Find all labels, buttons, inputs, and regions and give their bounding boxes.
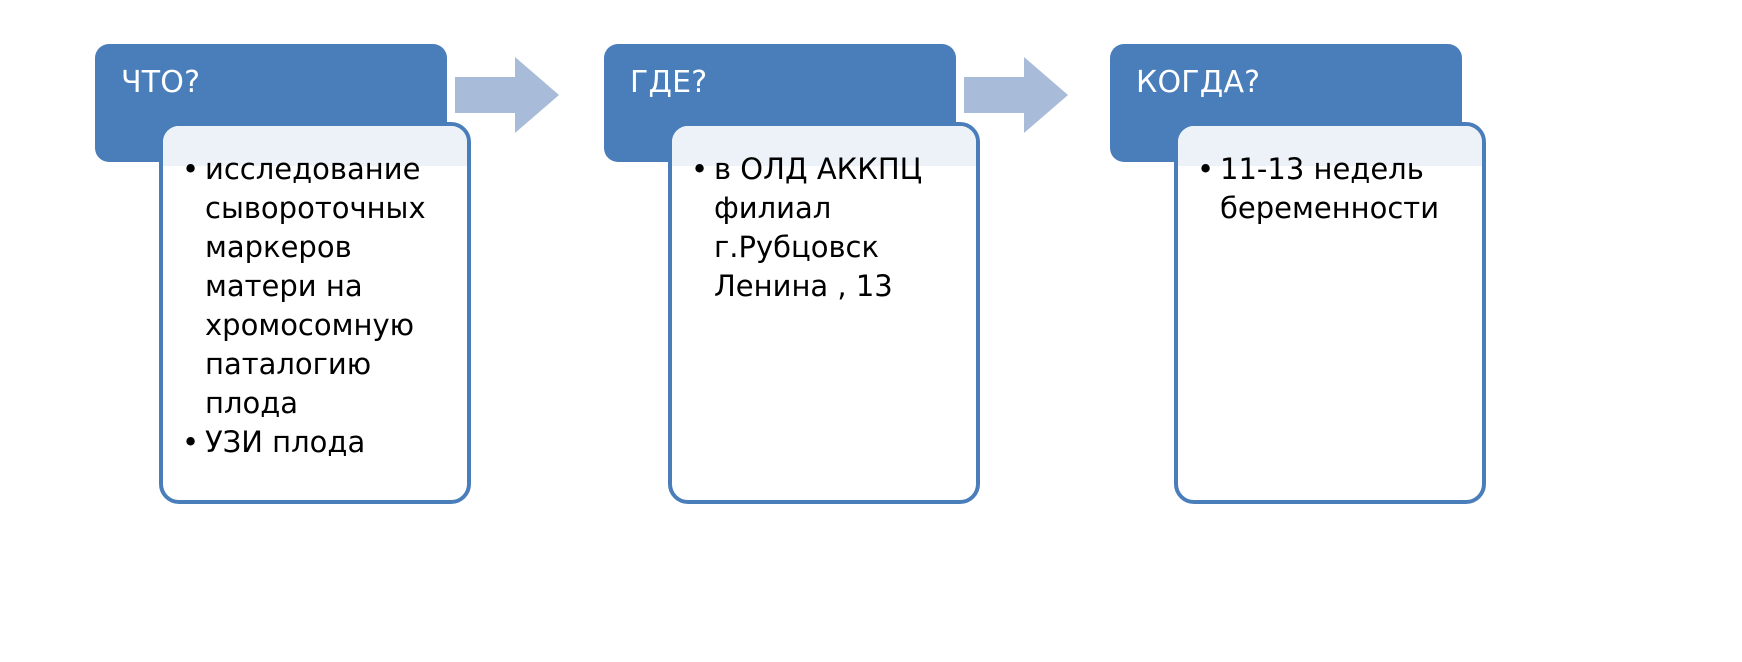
bullet-list-what: исследование сывороточных маркеров матер… — [179, 150, 453, 462]
bullet-list-when: 11-13 недель беременности — [1194, 150, 1468, 228]
bullet-list-where: в ОЛД АККПЦ филиал г.Рубцовск Ленина , 1… — [688, 150, 962, 306]
stage-header-label-where: ГДЕ? — [630, 65, 708, 100]
stage-header-label-what: ЧТО? — [121, 65, 201, 100]
arrow-right-icon — [964, 57, 1068, 133]
stage-card-where[interactable]: в ОЛД АККПЦ филиал г.Рубцовск Ленина , 1… — [668, 122, 980, 504]
card-body-when: 11-13 недель беременности — [1178, 126, 1482, 228]
stage-card-what[interactable]: исследование сывороточных маркеров матер… — [159, 122, 471, 504]
bullet-item: УЗИ плода — [179, 423, 453, 462]
card-body-what: исследование сывороточных маркеров матер… — [163, 126, 467, 462]
bullet-item: в ОЛД АККПЦ филиал г.Рубцовск Ленина , 1… — [688, 150, 962, 306]
bullet-item: 11-13 недель беременности — [1194, 150, 1468, 228]
bullet-item: исследование сывороточных маркеров матер… — [179, 150, 453, 423]
card-body-where: в ОЛД АККПЦ филиал г.Рубцовск Ленина , 1… — [672, 126, 976, 306]
stage-card-when[interactable]: 11-13 недель беременности — [1174, 122, 1486, 504]
stage-header-label-when: КОГДА? — [1136, 65, 1261, 100]
arrow-right-icon — [455, 57, 559, 133]
